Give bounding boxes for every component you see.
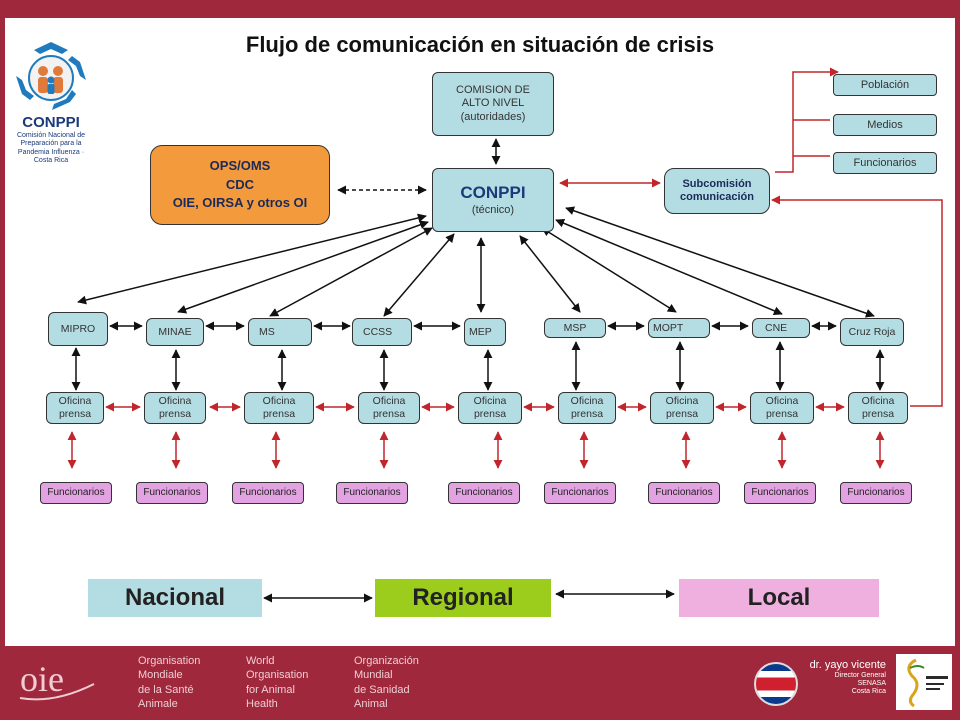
funcionarios-4: Funcionarios	[336, 482, 408, 504]
comision-line1: COMISION DE	[456, 84, 530, 97]
inst-ccss: CCSS	[352, 318, 412, 346]
arrow-conppi-cruzroja	[565, 206, 875, 318]
comision-alto-nivel-box: COMISION DE ALTO NIVEL (autoridades)	[432, 72, 554, 136]
oficina-label-6b: prensa	[570, 408, 604, 420]
inst-mipro: MIPRO	[48, 312, 108, 346]
inst-cne: CNE	[752, 318, 810, 338]
oficina-label-8: Oficina	[765, 395, 799, 408]
connector-subcomision-bracket	[775, 67, 839, 173]
page-title: Flujo de comunicación en situación de cr…	[245, 32, 715, 57]
arrow-conppi-cne	[555, 218, 783, 316]
inst-cruz-roja: Cruz Roja	[840, 318, 904, 346]
presenter-country: Costa Rica	[851, 687, 886, 695]
left-frame-bar	[0, 18, 5, 646]
comision-line3: (autoridades)	[460, 110, 526, 123]
footer-col-french: Organisation Mondiale de la Santé Animal…	[138, 655, 201, 710]
oficina-label-3: Oficina	[262, 395, 296, 408]
oficina-label-1b: prensa	[58, 408, 92, 420]
arrow-conppi-mopt	[541, 227, 677, 313]
funcionarios-8: Funcionarios	[744, 482, 816, 504]
oficina-label-2b: prensa	[158, 408, 192, 420]
inst-ms: MS	[248, 318, 312, 346]
arrow-conppi-ms	[269, 227, 433, 317]
oficina-label-4: Oficina	[372, 395, 406, 408]
presenter-block: dr. yayo vicente Director General SENASA…	[810, 659, 886, 696]
conppi-box: CONPPI (técnico)	[432, 168, 554, 232]
funcionarios-7: Funcionarios	[648, 482, 720, 504]
oficina-label-5: Oficina	[473, 395, 507, 408]
oficina-label-8b: prensa	[765, 408, 799, 420]
ops-box: OPS/OMS CDC OIE, OIRSA y otros OI	[150, 145, 330, 225]
poblacion-box: Población	[833, 74, 937, 96]
top-frame-bar	[0, 0, 960, 18]
funcionarios-9: Funcionarios	[840, 482, 912, 504]
funcionarios-right-box: Funcionarios	[833, 152, 937, 174]
funcionarios-2: Funcionarios	[136, 482, 208, 504]
comision-line2: ALTO NIVEL	[461, 97, 525, 110]
oficina-label-9: Oficina	[861, 395, 895, 408]
subcomision-line2: comunicación	[680, 191, 754, 203]
conppi-logo-icon	[16, 42, 86, 110]
footer-bar	[0, 646, 960, 720]
funcionarios-6: Funcionarios	[544, 482, 616, 504]
presenter-name: dr. yayo vicente	[809, 659, 886, 671]
oie-logo-text: oie	[20, 659, 64, 699]
ops-line3: OIE, OIRSA y otros OI	[172, 195, 308, 211]
footer-col-english: World Organisation for Animal Health	[246, 655, 309, 710]
oficina-label-3b: prensa	[262, 408, 296, 420]
legend-local: Local	[679, 579, 879, 617]
oficina-label-7: Oficina	[665, 395, 699, 408]
logo-subtitle: Comisión Nacional de Preparación para la…	[16, 132, 86, 165]
arrow-conppi-ccss	[383, 233, 455, 317]
senasa-logo-icon	[907, 658, 948, 708]
oie-logo-swoosh-icon	[19, 683, 95, 701]
oficina-label-1: Oficina	[58, 395, 92, 408]
ops-line1: OPS/OMS	[209, 157, 271, 173]
conppi-logo: CONPPI Comisión Nacional de Preparación …	[10, 36, 92, 164]
conppi-sub: (técnico)	[471, 203, 515, 216]
inst-mep: MEP	[464, 318, 506, 346]
oficina-label-2: Oficina	[158, 395, 192, 408]
funcionarios-1: Funcionarios	[40, 482, 112, 504]
oie-logo: oie	[14, 654, 100, 706]
right-frame-bar	[955, 18, 960, 646]
inst-msp: MSP	[544, 318, 606, 338]
logo-name: CONPPI	[22, 114, 80, 131]
connector-feedback	[771, 195, 943, 407]
funcionarios-3: Funcionarios	[232, 482, 304, 504]
senasa-logo	[896, 654, 952, 710]
presenter-role: Director General	[834, 671, 886, 679]
costa-rica-flag-icon	[754, 662, 798, 706]
funcionarios-5: Funcionarios	[448, 482, 520, 504]
oficina-label-5b: prensa	[473, 408, 507, 420]
arrow-conppi-msp	[519, 235, 581, 313]
legend-nacional: Nacional	[88, 579, 262, 617]
subcomision-line1: Subcomisión	[682, 177, 752, 190]
presenter-org: SENASA	[857, 679, 886, 687]
legend-regional: Regional	[375, 579, 551, 617]
subcomision-box: Subcomisión comunicación	[664, 168, 770, 214]
oficina-label-6: Oficina	[570, 395, 604, 408]
inst-mopt: MOPT	[648, 318, 710, 338]
oficina-label-9b: prensa	[861, 408, 895, 420]
inst-minae: MINAE	[146, 318, 204, 346]
oficina-label-7b: prensa	[665, 408, 699, 420]
ops-line2: CDC	[225, 176, 255, 192]
conppi-name: CONPPI	[460, 183, 526, 203]
footer-col-spanish: Organización Mundial de Sanidad Animal	[354, 655, 419, 710]
medios-box: Medios	[833, 114, 937, 136]
oficina-label-4b: prensa	[372, 408, 406, 420]
